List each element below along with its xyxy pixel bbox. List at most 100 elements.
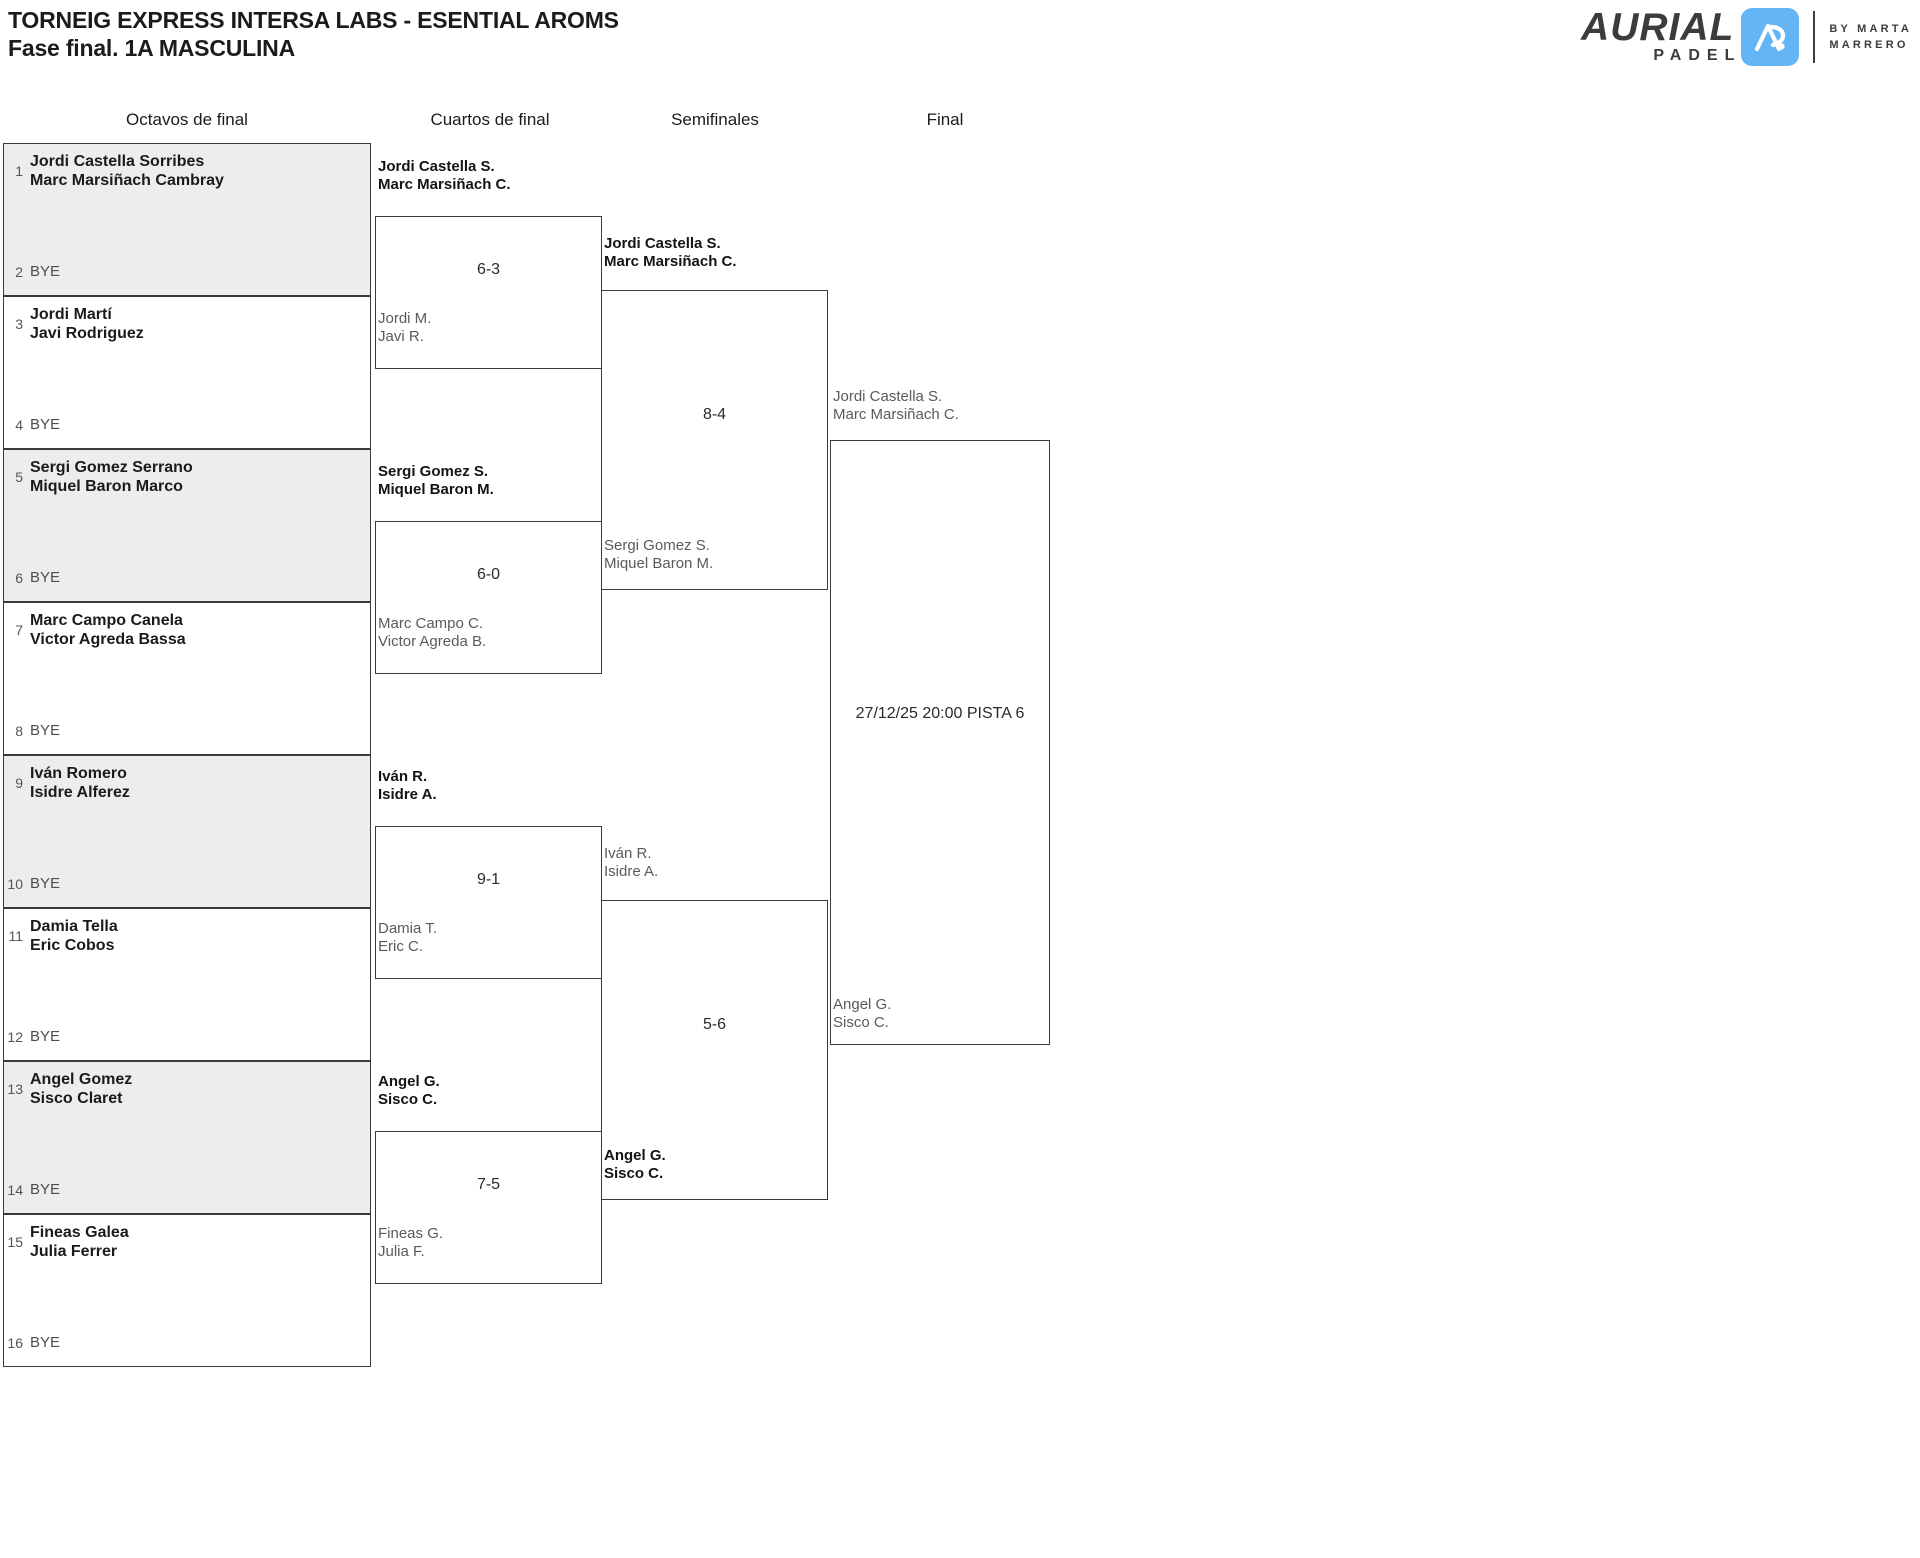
player-1: Marc Campo C. [378, 615, 484, 632]
r1-entry-6[interactable]: 6 BYE [4, 568, 370, 587]
qf1-bottom-team[interactable]: Jordi M. Javi R. [378, 310, 431, 346]
final-bottom-team[interactable]: Angel G. Sisco C. [833, 996, 891, 1032]
final-schedule: 27/12/25 20:00 PISTA 6 [855, 705, 1025, 722]
r1-entry-1[interactable]: 1 Jordi Castella Sorribes Marc Marsiñach… [4, 152, 370, 190]
team-names: BYE [30, 568, 60, 587]
sf1-connector-box[interactable]: 8-4 [601, 290, 828, 590]
seed-number: 12 [7, 1028, 23, 1045]
team-names: Jordi Martí Javi Rodriguez [30, 305, 144, 343]
seed-number: 5 [15, 469, 23, 485]
player-1: BYE [30, 1028, 61, 1045]
player-1: Damia T. [378, 920, 437, 937]
player-1: Jordi M. [378, 310, 432, 327]
player-1: BYE [30, 569, 61, 586]
r1-entry-13[interactable]: 13 Angel Gomez Sisco Claret [4, 1070, 370, 1108]
qf4-score: 7-5 [476, 1176, 501, 1193]
seed-number: 10 [7, 875, 23, 892]
player-2: Isidre A. [378, 786, 437, 803]
qf2-score: 6-0 [476, 566, 501, 583]
qf3-score: 9-1 [476, 871, 501, 888]
r1-entry-11[interactable]: 11 Damia Tella Eric Cobos [4, 917, 370, 955]
player-1: Jordi Castella S. [378, 158, 495, 175]
player-2: Isidre A. [604, 863, 659, 880]
r1-match-3[interactable]: 5 Sergi Gomez Serrano Miquel Baron Marco… [3, 449, 371, 602]
sf2-bottom-team[interactable]: Angel G. Sisco C. [604, 1147, 666, 1183]
seed-number: 2 [15, 263, 23, 280]
team-names: Jordi Castella Sorribes Marc Marsiñach C… [30, 152, 224, 190]
qf1-top-team[interactable]: Jordi Castella S. Marc Marsiñach C. [378, 158, 511, 194]
sf1-top-team[interactable]: Jordi Castella S. Marc Marsiñach C. [604, 235, 737, 271]
player-1: Sergi Gomez S. [378, 463, 489, 480]
r1-entry-3[interactable]: 3 Jordi Martí Javi Rodriguez [4, 305, 370, 343]
seed-number: 4 [15, 416, 23, 433]
player-1: Iván R. [378, 768, 428, 785]
r1-entry-8[interactable]: 8 BYE [4, 721, 370, 740]
player-2: Victor Agreda Bassa [30, 631, 186, 648]
r1-match-6[interactable]: 11 Damia Tella Eric Cobos 12 BYE [3, 908, 371, 1061]
final-connector-box[interactable]: 27/12/25 20:00 PISTA 6 [830, 440, 1050, 1045]
player-1: Damia Tella [30, 918, 118, 935]
team-names: Damia Tella Eric Cobos [30, 917, 118, 955]
r1-entry-4[interactable]: 4 BYE [4, 415, 370, 434]
sf1-bottom-team[interactable]: Sergi Gomez S. Miquel Baron M. [604, 537, 713, 573]
qf3-connector-box[interactable]: 9-1 [375, 826, 602, 979]
r1-entry-15[interactable]: 15 Fineas Galea Julia Ferrer [4, 1223, 370, 1261]
r1-entry-7[interactable]: 7 Marc Campo Canela Victor Agreda Bassa [4, 611, 370, 649]
qf3-top-team[interactable]: Iván R. Isidre A. [378, 768, 437, 804]
player-2: Marc Marsiñach Cambray [30, 172, 224, 189]
qf2-bottom-team[interactable]: Marc Campo C. Victor Agreda B. [378, 615, 486, 651]
round-header-final: Final [926, 110, 964, 129]
player-2: Sisco C. [378, 1091, 438, 1108]
r1-entry-12[interactable]: 12 BYE [4, 1027, 370, 1046]
round-header-cuartos: Cuartos de final [430, 110, 550, 129]
qf4-bottom-team[interactable]: Fineas G. Julia F. [378, 1225, 443, 1261]
r1-entry-2[interactable]: 2 BYE [4, 262, 370, 281]
player-1: BYE [30, 263, 61, 280]
r1-match-2[interactable]: 3 Jordi Martí Javi Rodriguez 4 BYE [3, 296, 371, 449]
player-2: Victor Agreda B. [378, 633, 487, 650]
player-1: Angel G. [604, 1147, 666, 1164]
player-1: Jordi Castella Sorribes [30, 153, 205, 170]
player-2: Eric Cobos [30, 937, 115, 954]
r1-match-8[interactable]: 15 Fineas Galea Julia Ferrer 16 BYE [3, 1214, 371, 1367]
player-1: Angel Gomez [30, 1071, 133, 1088]
player-1: Angel G. [833, 996, 892, 1013]
team-names: Iván Romero Isidre Alferez [30, 764, 130, 802]
team-names: BYE [30, 874, 60, 893]
player-1: BYE [30, 416, 61, 433]
player-2: Sisco C. [604, 1165, 664, 1182]
r1-match-7[interactable]: 13 Angel Gomez Sisco Claret 14 BYE [3, 1061, 371, 1214]
qf2-connector-box[interactable]: 6-0 [375, 521, 602, 674]
r1-entry-10[interactable]: 10 BYE [4, 874, 370, 893]
team-names: Marc Campo Canela Victor Agreda Bassa [30, 611, 186, 649]
player-2: Marc Marsiñach C. [604, 253, 737, 270]
team-names: BYE [30, 1333, 60, 1352]
r1-entry-9[interactable]: 9 Iván Romero Isidre Alferez [4, 764, 370, 802]
qf2-top-team[interactable]: Sergi Gomez S. Miquel Baron M. [378, 463, 494, 499]
player-2: Miquel Baron M. [604, 555, 714, 572]
sf2-top-team[interactable]: Iván R. Isidre A. [604, 845, 658, 881]
team-names: Sergi Gomez Serrano Miquel Baron Marco [30, 458, 193, 496]
r1-match-4[interactable]: 7 Marc Campo Canela Victor Agreda Bassa … [3, 602, 371, 755]
final-top-team[interactable]: Jordi Castella S. Marc Marsiñach C. [833, 388, 959, 424]
logo-sub-text: PADEL [1653, 47, 1742, 64]
qf1-connector-box[interactable]: 6-3 [375, 216, 602, 369]
r1-entry-14[interactable]: 14 BYE [4, 1180, 370, 1199]
player-1: Jordi Martí [30, 306, 112, 323]
seed-number: 1 [15, 163, 23, 179]
team-names: BYE [30, 262, 60, 281]
sf2-connector-box[interactable]: 5-6 [601, 900, 828, 1200]
player-2: Isidre Alferez [30, 784, 130, 801]
qf4-top-team[interactable]: Angel G. Sisco C. [378, 1073, 440, 1109]
qf4-connector-box[interactable]: 7-5 [375, 1131, 602, 1284]
player-2: Eric C. [378, 938, 423, 955]
logo-byline-2: MARRERO [1829, 39, 1909, 51]
r1-entry-5[interactable]: 5 Sergi Gomez Serrano Miquel Baron Marco [4, 458, 370, 496]
team-names: BYE [30, 1180, 60, 1199]
qf3-bottom-team[interactable]: Damia T. Eric C. [378, 920, 437, 956]
player-1: Iván Romero [30, 765, 127, 782]
r1-match-5[interactable]: 9 Iván Romero Isidre Alferez 10 BYE [3, 755, 371, 908]
r1-entry-16[interactable]: 16 BYE [4, 1333, 370, 1352]
r1-match-1[interactable]: 1 Jordi Castella Sorribes Marc Marsiñach… [3, 143, 371, 296]
round-header-octavos: Octavos de final [126, 110, 248, 129]
